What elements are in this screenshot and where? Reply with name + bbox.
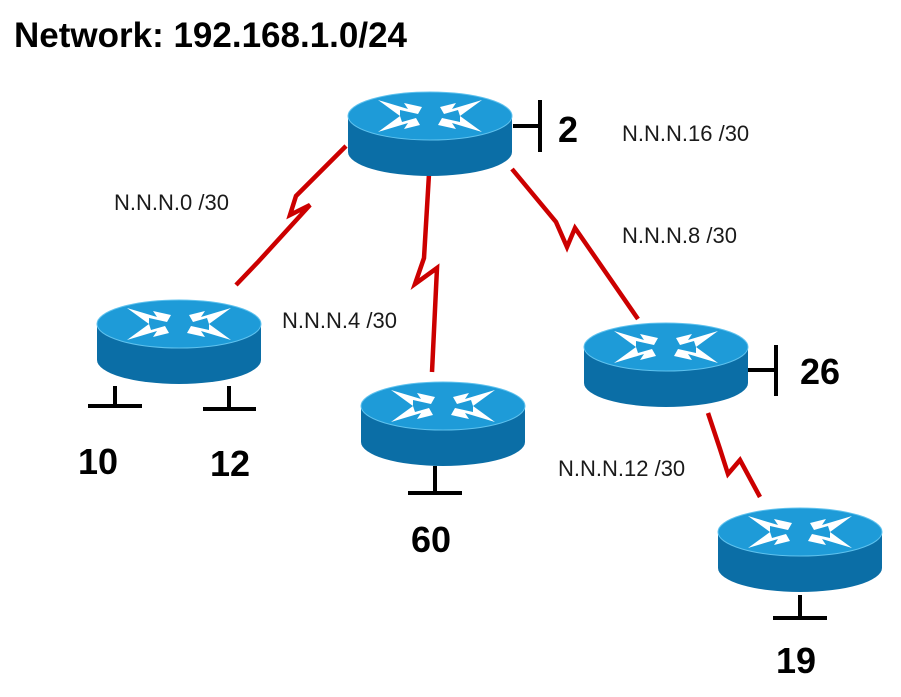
link-label-top-left: N.N.N.0 /30: [114, 190, 229, 215]
serial-links: [234, 144, 762, 499]
router-icon: [347, 91, 513, 177]
lan-segment-icon: [513, 100, 542, 152]
lan-segment-icon: [88, 386, 142, 408]
router-icon: [360, 381, 526, 467]
lan-count-top: 2: [558, 109, 578, 150]
serial-link-right-bottom: [705, 412, 762, 499]
link-label-top-stub: N.N.N.16 /30: [622, 121, 749, 146]
lan-segment-icon: [773, 595, 827, 620]
lan-count-center: 60: [411, 519, 451, 560]
lan-segment-icon: [408, 466, 462, 495]
serial-link-top-right: [510, 167, 640, 321]
serial-link-top-left: [234, 144, 348, 287]
serial-link-top-center: [410, 173, 440, 373]
router-icon: [717, 507, 883, 593]
link-label-top-center: N.N.N.4 /30: [282, 308, 397, 333]
routers: [96, 91, 883, 593]
lan-host-counts: 2 10 12 60 26 19: [78, 109, 840, 681]
lan-count-left-b: 12: [210, 443, 250, 484]
lan-segments: [88, 100, 827, 620]
lan-segment-icon: [203, 386, 256, 411]
lan-segment-icon: [748, 345, 778, 396]
link-label-top-right: N.N.N.8 /30: [622, 223, 737, 248]
lan-count-left-a: 10: [78, 441, 118, 482]
lan-count-right: 26: [800, 351, 840, 392]
lan-count-bottom-right: 19: [776, 640, 816, 681]
link-label-right-bottom: N.N.N.12 /30: [558, 456, 685, 481]
link-labels: N.N.N.0 /30 N.N.N.4 /30 N.N.N.8 /30 N.N.…: [114, 121, 749, 481]
diagram-title: Network: 192.168.1.0/24: [14, 16, 408, 55]
router-icon: [583, 322, 749, 408]
router-icon: [96, 299, 262, 385]
